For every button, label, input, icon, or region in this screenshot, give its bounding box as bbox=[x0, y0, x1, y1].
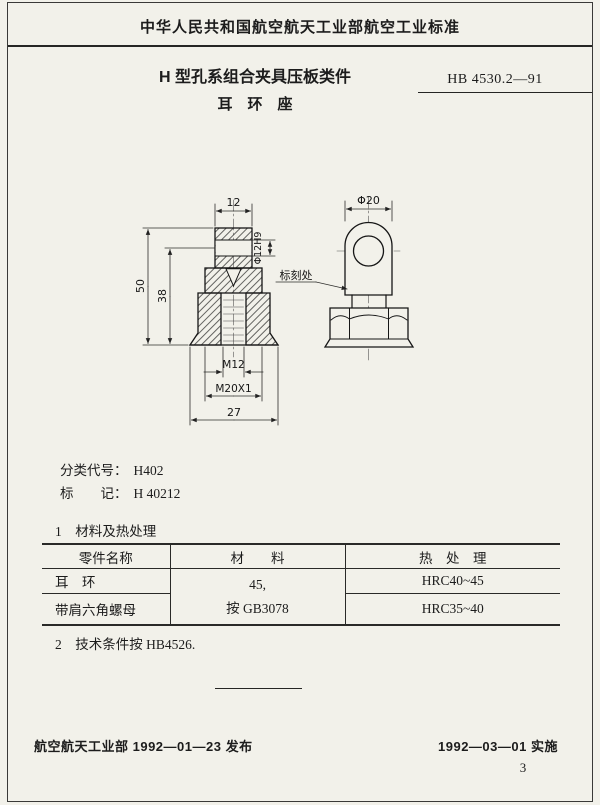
marking-note: 标刻处 bbox=[275, 268, 348, 291]
col-header-heat-treatment: 热 处 理 bbox=[344, 543, 560, 569]
thread-relief-notch bbox=[225, 268, 242, 288]
col-header-part-name: 零件名称 bbox=[42, 543, 170, 569]
table-row: 耳 环 45, 按 GB3078 HRC40~45 bbox=[42, 568, 560, 626]
part-name-cell: 带肩六角螺母 bbox=[42, 593, 170, 626]
dim-label-height-hole: 38 bbox=[156, 289, 169, 303]
hex-nut bbox=[323, 307, 415, 348]
class-code-value: H402 bbox=[133, 463, 164, 478]
ear-hole-band bbox=[215, 240, 252, 256]
nut-chamfer-arc bbox=[330, 315, 351, 321]
mark-line: 标 记： H 40212 bbox=[60, 482, 180, 505]
page-number: 3 bbox=[519, 760, 527, 775]
standard-number: HB 4530.2—91 bbox=[447, 72, 543, 87]
nut-chamfer-arc bbox=[348, 314, 390, 320]
dim-50 bbox=[142, 227, 214, 346]
nut-chamfer-arc bbox=[387, 315, 408, 321]
internal-thread-lines bbox=[223, 299, 244, 342]
dim-label-hole: Φ12H9 bbox=[253, 232, 264, 265]
material-heat-table: 零件名称 材 料 热 处 理 耳 环 45, 按 GB3078 HRC40~45… bbox=[42, 543, 560, 626]
marking-note-label: 标刻处 bbox=[280, 268, 313, 282]
dim-m12 bbox=[203, 346, 264, 378]
mark-value: H 40212 bbox=[133, 486, 181, 501]
dim-label-top-width: 12 bbox=[227, 196, 241, 209]
heat-treatment-cell: HRC40~45 bbox=[344, 568, 560, 594]
dim-38 bbox=[164, 247, 216, 344]
section-view: 12 Φ12H9 50 38 bbox=[134, 196, 280, 426]
dim-label-height-total: 50 bbox=[134, 279, 147, 293]
class-code-line: 分类代号： H402 bbox=[60, 459, 180, 482]
col-header-material: 材 料 bbox=[169, 543, 345, 569]
dim-label-thread-large: M20X1 bbox=[215, 383, 251, 395]
material-cell: 45, 按 GB3078 bbox=[169, 568, 345, 626]
separator-line bbox=[215, 688, 302, 689]
heat-treatment-cell: HRC35~40 bbox=[344, 593, 560, 626]
section-1-heading: 1 材料及热处理 bbox=[55, 524, 157, 539]
dim-27 bbox=[189, 346, 279, 426]
document-class-title: H 型孔系组合夹具压板类件 bbox=[158, 69, 351, 86]
dim-12 bbox=[214, 203, 253, 227]
dim-label-base-width: 27 bbox=[227, 406, 241, 419]
dim-label-thread-small: M12 bbox=[222, 359, 244, 371]
nut-section-right bbox=[245, 292, 280, 346]
ear-hole bbox=[352, 235, 385, 267]
footer-issue-info: 航空航天工业部 1992—01—23 发布 bbox=[34, 739, 253, 754]
table-row: 带肩六角螺母 HRC35~40 bbox=[42, 593, 560, 626]
standard-number-rule bbox=[418, 92, 592, 93]
part-name-title: 耳 环 座 bbox=[217, 96, 293, 113]
section-2-heading: 2 技术条件按 HB4526. bbox=[55, 637, 196, 652]
classification-block: 分类代号： H402 标 记： H 40212 bbox=[60, 459, 180, 505]
material-line-2: 按 GB3078 bbox=[226, 601, 289, 616]
footer-implement-info: 1992—03—01 实施 bbox=[438, 739, 558, 754]
part-name-cell: 耳 环 bbox=[42, 568, 170, 594]
document-title: 中华人民共和国航空航天工业部航空工业标准 bbox=[139, 19, 460, 36]
front-view: Φ20 标刻处 bbox=[275, 194, 415, 362]
table-header-row: 零件名称 材 料 热 处 理 bbox=[42, 543, 560, 569]
dim-m20x1 bbox=[204, 346, 263, 402]
dim-label-ear-dia: Φ20 bbox=[357, 194, 380, 207]
header-rule bbox=[8, 45, 592, 47]
technical-drawing: 12 Φ12H9 50 38 bbox=[134, 194, 415, 426]
nut-section-left bbox=[188, 292, 222, 346]
mark-label: 标 记： bbox=[60, 486, 128, 501]
dim-hole bbox=[251, 239, 276, 257]
dim-phi20 bbox=[344, 200, 393, 222]
class-code-label: 分类代号： bbox=[60, 463, 128, 478]
material-line-1: 45, bbox=[249, 577, 266, 592]
